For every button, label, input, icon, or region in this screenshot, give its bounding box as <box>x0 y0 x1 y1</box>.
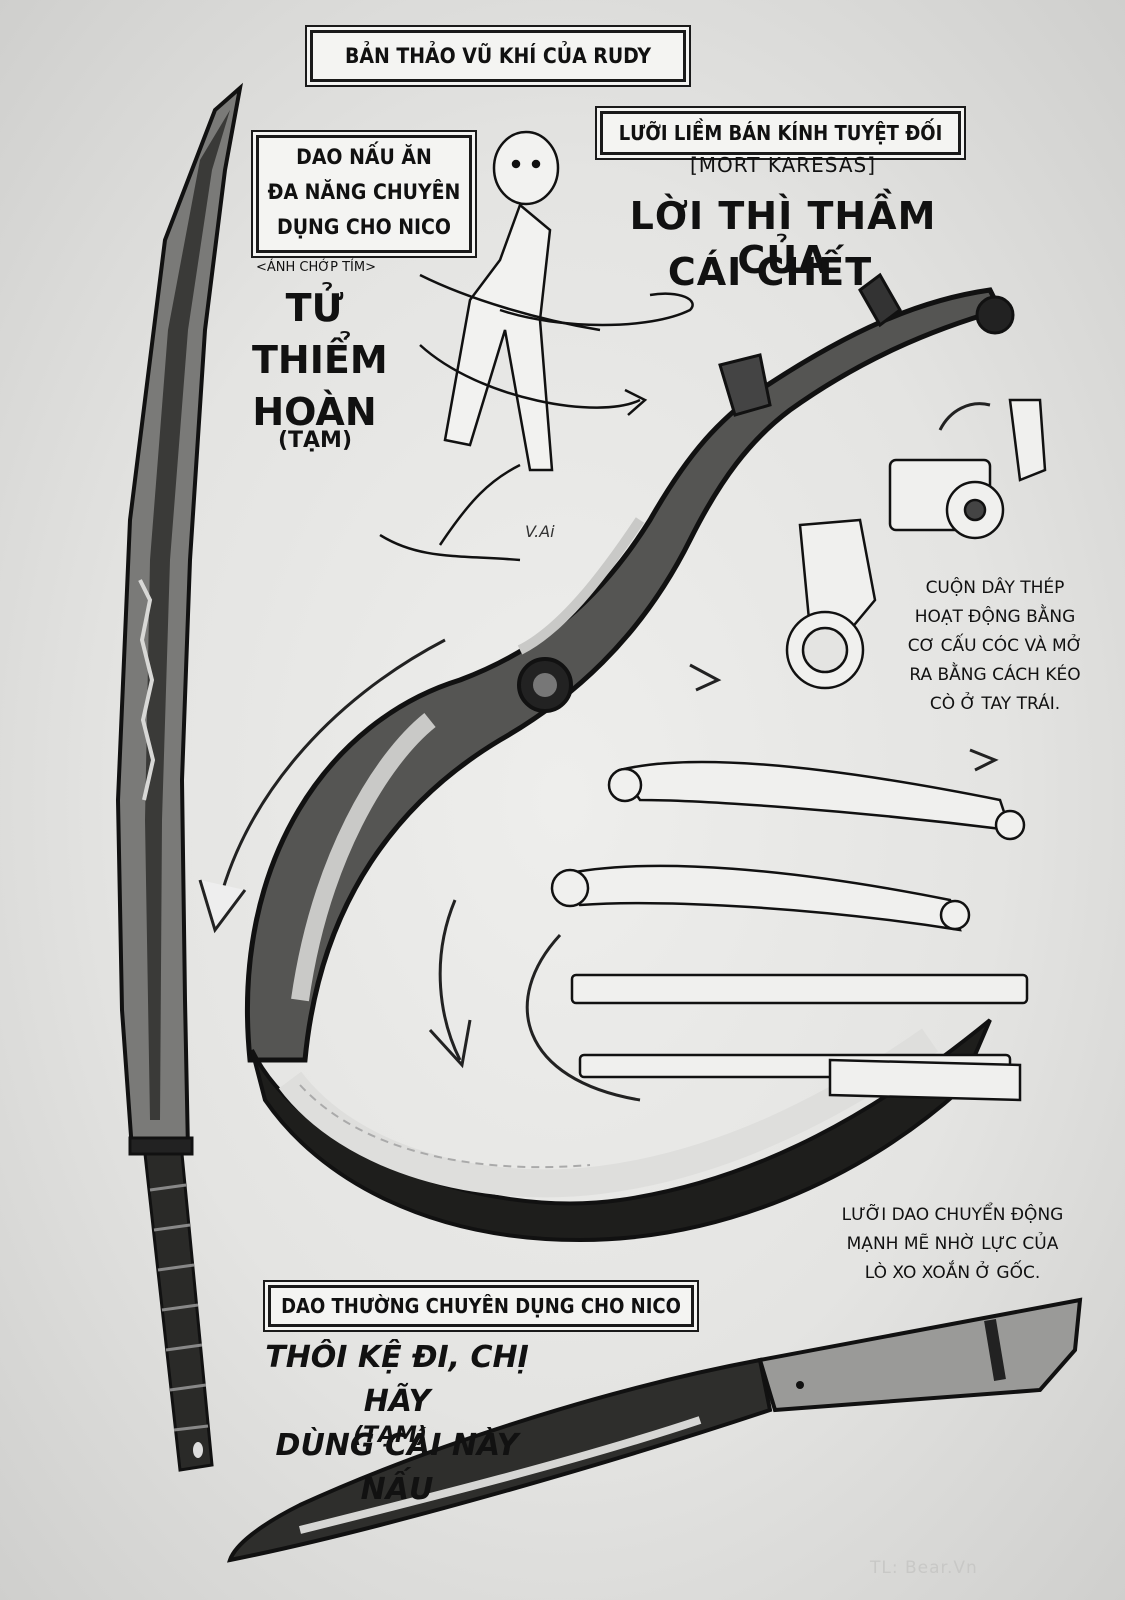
cleaver-name: TỬ THIỂM HOÀN <box>252 282 388 438</box>
scythe-title-line-1: LỜI THÌ THẦM CỦA <box>629 194 937 282</box>
scythe-illustration <box>244 272 1015 1243</box>
note-line: LÒ XO XOẮN Ở GỐC. <box>864 1263 1041 1283</box>
cleaver-label-line: DỤNG CHO NICO <box>277 215 451 239</box>
motion-arrows <box>198 402 999 1102</box>
scythe-name-label: LƯỠI LIỀM BÁN KÍNH TUYỆT ĐỐI <box>600 111 961 155</box>
cleaver-label-line: ĐA NĂNG CHUYÊN <box>267 180 461 204</box>
cleaver-subtitle: <ÁNH CHỚP TÍM> <box>256 260 376 275</box>
note-line: LƯỠI DAO CHUYỂN ĐỘNG <box>841 1205 1064 1225</box>
note-line: RA BẰNG CÁCH KÉO <box>909 665 1081 685</box>
sketch-scribble: V.Ai <box>525 522 555 541</box>
scythe-alt-name: [MORT KARESAS] <box>690 153 877 177</box>
page-title: BẢN THẢO VŨ KHÍ CỦA RUDY <box>310 30 686 82</box>
cleaver-name-line: HOÀN <box>252 390 377 434</box>
coil-mechanism-note: CUỘN DÂY THÉP HOẠT ĐỘNG BẰNG CƠ CẤU CÓC … <box>905 574 1085 719</box>
knife-caption-line: DÙNG CÁI NÀY NẤU <box>275 1428 519 1507</box>
note-line: CƠ CẤU CÓC VÀ MỞ <box>907 636 1083 656</box>
note-line: CÒ Ở TAY TRÁI. <box>929 694 1061 714</box>
note-line: HOẠT ĐỘNG BẰNG <box>914 607 1076 627</box>
note-line: CUỘN DÂY THÉP <box>925 578 1065 598</box>
cleaver-label-line: DAO NẤU ĂN <box>296 145 432 169</box>
stick-figure-sketch <box>379 130 694 562</box>
mechanism-sketches <box>550 398 1047 1102</box>
long-blade-illustration <box>115 82 244 1472</box>
cleaver-name-line: THIỂM <box>252 338 388 382</box>
knife-caption: THÔI KỆ ĐI, CHỊ HÃY DÙNG CÁI NÀY NẤU <box>252 1336 542 1512</box>
cleaver-tag: (TẠM) <box>277 428 353 453</box>
knife-tag: (TẠM) <box>352 1423 428 1448</box>
kitchen-knife-illustration <box>227 1297 1083 1563</box>
knife-label-box: DAO THƯỜNG CHUYÊN DỤNG CHO NICO <box>268 1285 694 1327</box>
knife-caption-line: THÔI KỆ ĐI, CHỊ HÃY <box>265 1340 529 1419</box>
translator-credit: TL: Bear.Vn <box>870 1558 978 1578</box>
note-line: MẠNH MẼ NHỜ LỰC CỦA <box>846 1234 1059 1254</box>
cleaver-name-line: TỬ <box>285 286 344 330</box>
spring-mechanism-note: LƯỠI DAO CHUYỂN ĐỘNG MẠNH MẼ NHỜ LỰC CỦA… <box>830 1201 1075 1288</box>
cleaver-label-box: DAO NẤU ĂN ĐA NĂNG CHUYÊN DỤNG CHO NICO <box>256 135 472 253</box>
scythe-title-line-2: CÁI CHẾT <box>667 250 873 294</box>
